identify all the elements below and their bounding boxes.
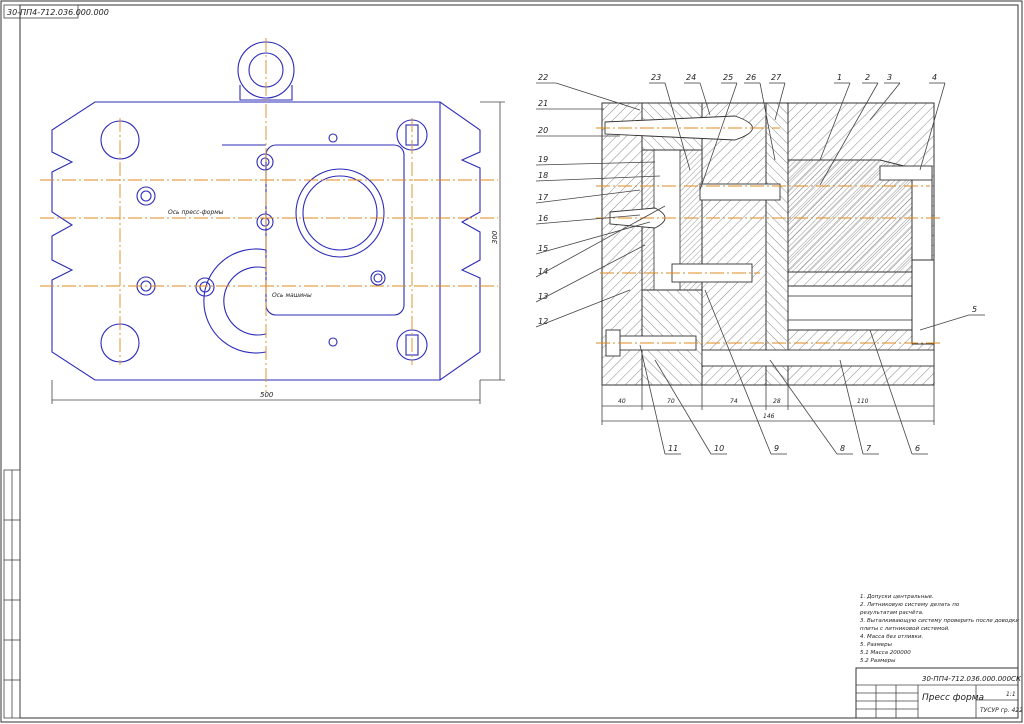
note-2: 2. Литниковую систему делать по xyxy=(860,602,960,608)
note-6: 4. Масса без отливки. xyxy=(860,634,924,640)
top-stamp: 30-ПП4-712.036.000.000 xyxy=(3,4,109,19)
callout-12: 12 xyxy=(538,317,548,326)
callout-26: 26 xyxy=(746,73,756,82)
callouts: 22 23 24 25 26 27 1 2 3 4 21 20 1 xyxy=(535,73,985,455)
top-stamp-text: 30-ПП4-712.036.000.000 xyxy=(7,8,109,17)
callout-20: 20 xyxy=(538,126,548,135)
machine-axis-label: Ось машины xyxy=(272,292,312,299)
screw-4 xyxy=(256,153,274,171)
section-dim-6: 110 xyxy=(857,398,869,405)
section-dim-1: 40 xyxy=(618,398,626,405)
section-dim-5: 146 xyxy=(763,413,775,420)
note-8: 5.1 Масса 200000 xyxy=(860,650,911,656)
organization: ТУСУР гр. 422 xyxy=(980,707,1023,714)
callout-6: 6 xyxy=(915,444,920,453)
cavity-plate xyxy=(265,144,405,316)
callout-11: 11 xyxy=(668,444,678,453)
callout-14: 14 xyxy=(538,267,548,276)
callout-24: 24 xyxy=(686,73,696,82)
note-9: 5.2 Размеры xyxy=(860,658,896,664)
note-1: 1. Допуски центральные. xyxy=(860,594,934,600)
callout-25: 25 xyxy=(723,73,733,82)
screw-5 xyxy=(256,213,274,231)
callout-10: 10 xyxy=(714,444,724,453)
sheet-scale: 1:1 xyxy=(1006,691,1016,698)
callout-2: 2 xyxy=(865,73,870,82)
note-5: плиты с литниковой системой. xyxy=(860,626,950,632)
drawing-frame xyxy=(19,4,1019,719)
callout-13: 13 xyxy=(538,292,548,301)
screw-3 xyxy=(195,277,215,297)
note-3: результатам расчёта. xyxy=(859,610,924,616)
callout-19: 19 xyxy=(538,155,548,164)
section-dim-3: 74 xyxy=(730,398,738,405)
core-plate-section xyxy=(701,102,767,386)
plan-height-dim: 300 xyxy=(491,230,499,244)
section-dim-2: 70 xyxy=(667,398,675,405)
screw-1 xyxy=(136,186,156,206)
callout-4: 4 xyxy=(932,73,937,82)
mold-axis-label: Ось пресс-формы xyxy=(168,209,224,216)
section-view: 40 70 74 28 146 110 xyxy=(596,102,940,425)
callout-3: 3 xyxy=(887,73,892,82)
callout-8: 8 xyxy=(840,444,845,453)
callout-22: 22 xyxy=(538,73,548,82)
title-block: 30-ПП4-712.036.000.000СК Пресс форма 1:1… xyxy=(855,667,1023,719)
callout-1: 1 xyxy=(837,73,842,82)
bolt-top-right xyxy=(879,165,933,181)
screw-6 xyxy=(370,270,386,286)
section-dim-4: 28 xyxy=(773,398,781,405)
doc-number: 30-ПП4-712.036.000.000СК xyxy=(922,675,1022,683)
sprue-arc xyxy=(203,248,267,354)
guide-bore xyxy=(787,285,935,331)
callout-17: 17 xyxy=(538,193,549,202)
plan-view: Ось пресс-формы Ось машины 500 300 xyxy=(40,38,505,404)
callout-7: 7 xyxy=(866,444,872,453)
side-strip xyxy=(3,469,21,719)
central-bore-outer xyxy=(295,168,385,258)
return-pin xyxy=(701,349,935,367)
callout-15: 15 xyxy=(538,244,548,253)
plan-width-dim: 500 xyxy=(260,391,274,399)
sprue-cone xyxy=(604,115,753,141)
drawing-title: Пресс форма xyxy=(922,693,984,703)
callout-5: 5 xyxy=(972,305,977,314)
callout-21: 21 xyxy=(538,99,548,108)
technical-notes: 1. Допуски центральные. 2. Литниковую си… xyxy=(859,594,1019,664)
callout-23: 23 xyxy=(651,73,661,82)
note-7: 5. Размеры xyxy=(860,642,893,648)
callout-9: 9 xyxy=(774,444,779,453)
callout-18: 18 xyxy=(538,171,548,180)
callout-16: 16 xyxy=(538,214,548,223)
callout-27: 27 xyxy=(771,73,782,82)
central-bore-inner xyxy=(302,175,378,251)
note-4: 3. Выталкивающую систему проверить после… xyxy=(860,618,1019,624)
